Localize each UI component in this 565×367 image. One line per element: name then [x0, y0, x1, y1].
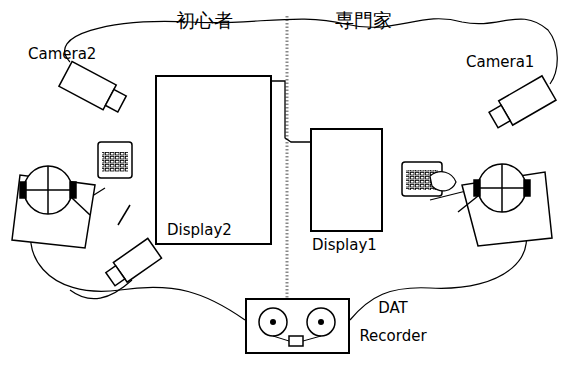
- cables: [31, 19, 558, 320]
- cable-connector: [272, 81, 310, 142]
- camera-symbol: [487, 76, 556, 132]
- camera-symbol: [104, 238, 162, 289]
- camera-label: Camera1: [466, 53, 534, 71]
- node-label: Display2: [167, 221, 232, 239]
- keyboard-symbol: [98, 142, 132, 178]
- tape-reels: [247, 300, 348, 352]
- display-box: Display1: [310, 128, 383, 232]
- keyboard-symbol: [402, 162, 456, 196]
- camera-symbol: [59, 62, 129, 117]
- node-label: Display1: [312, 236, 377, 254]
- display-box: Display2: [155, 75, 272, 245]
- person-headset: [458, 164, 552, 246]
- divider-line: [286, 16, 289, 300]
- camera-label: Camera2: [28, 45, 96, 63]
- recorder-box: DAT Recorder: [245, 298, 350, 354]
- region-label: 初心者: [176, 8, 233, 34]
- node-label: DAT Recorder: [356, 294, 430, 350]
- region-label: 専門家: [335, 8, 392, 34]
